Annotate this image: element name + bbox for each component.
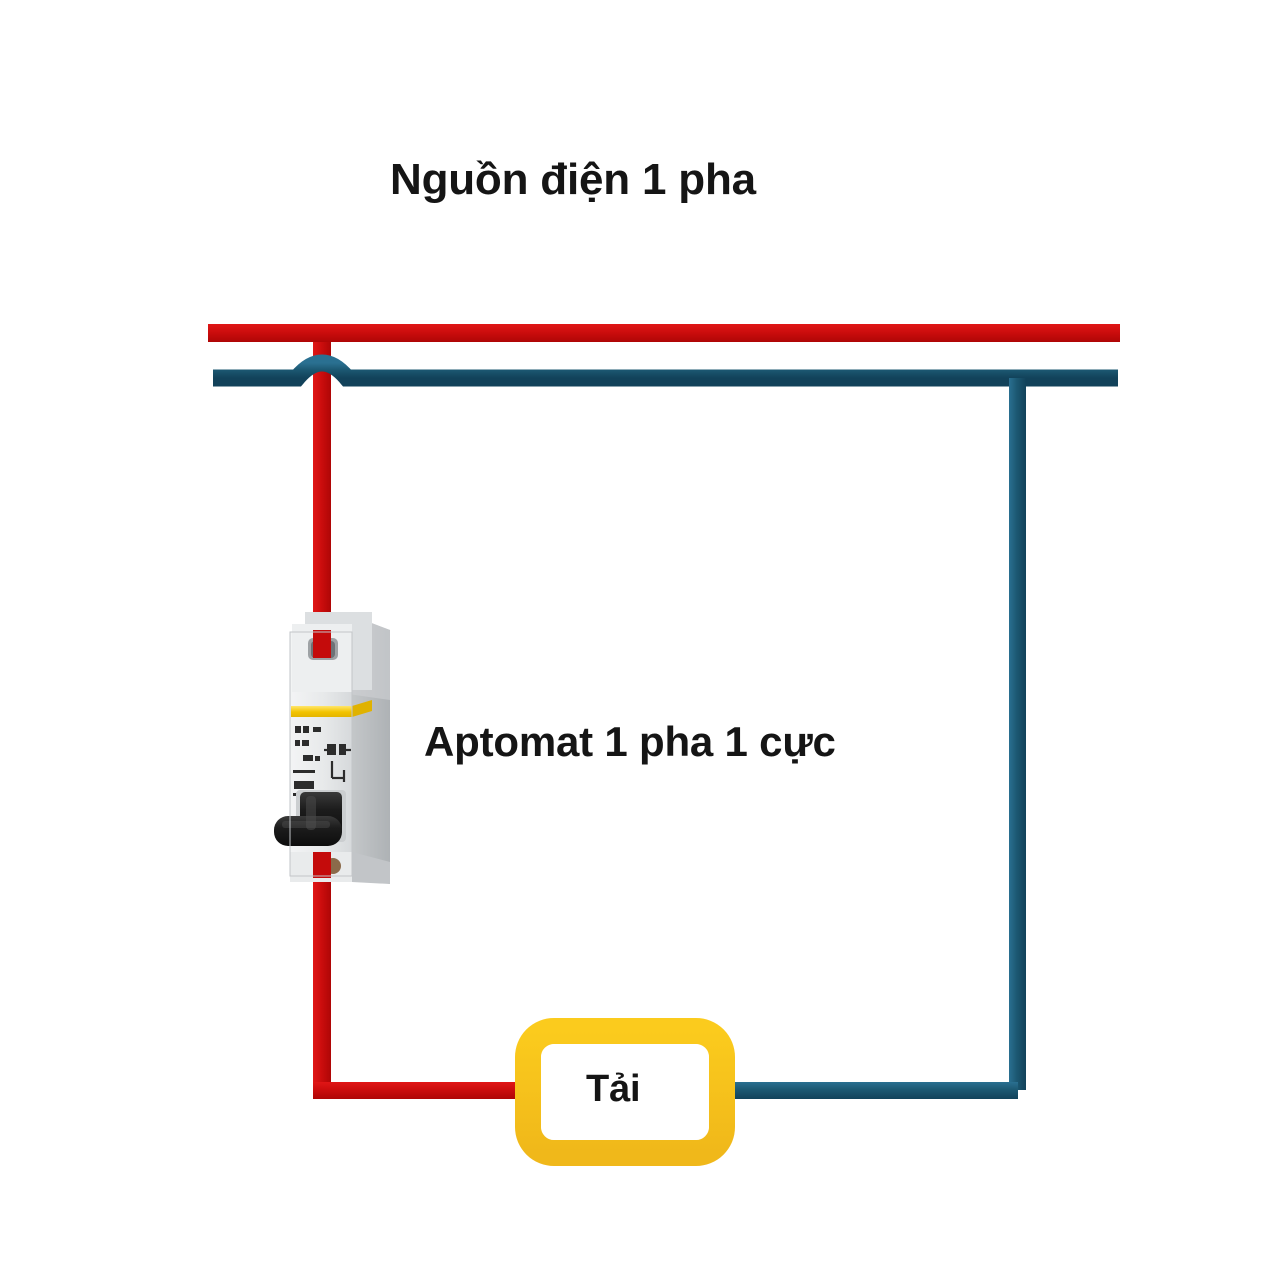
wire-live-breaker-to-load	[313, 845, 529, 1099]
wire-live-drop-to-breaker	[313, 333, 331, 655]
breaker-top-wire-tip	[313, 630, 331, 658]
load-caption-label: Tải	[586, 1068, 641, 1110]
breaker-rating-stripe-side	[352, 700, 372, 717]
breaker-schematic-symbol	[324, 744, 351, 782]
wire-neutral-drop-to-load	[728, 378, 1026, 1099]
load-box[interactable]	[515, 1018, 735, 1166]
breaker-bottom-wire-tip	[313, 852, 331, 878]
wire-live-bus	[208, 324, 1120, 342]
breaker-rating-stripe	[291, 706, 352, 717]
circuit-breaker-device[interactable]	[274, 612, 390, 884]
breaker-body-outline	[289, 631, 353, 877]
load-box-fill	[541, 1044, 709, 1140]
wire-neutral-bus	[213, 354, 1118, 387]
breaker-caption-label: Aptomat 1 pha 1 cực	[424, 718, 836, 765]
load-box-border	[515, 1018, 735, 1166]
power-source-label: Nguồn điện 1 pha	[390, 155, 756, 204]
breaker-toggle-lever[interactable]	[274, 792, 342, 846]
breaker-bottom-side	[352, 852, 390, 884]
